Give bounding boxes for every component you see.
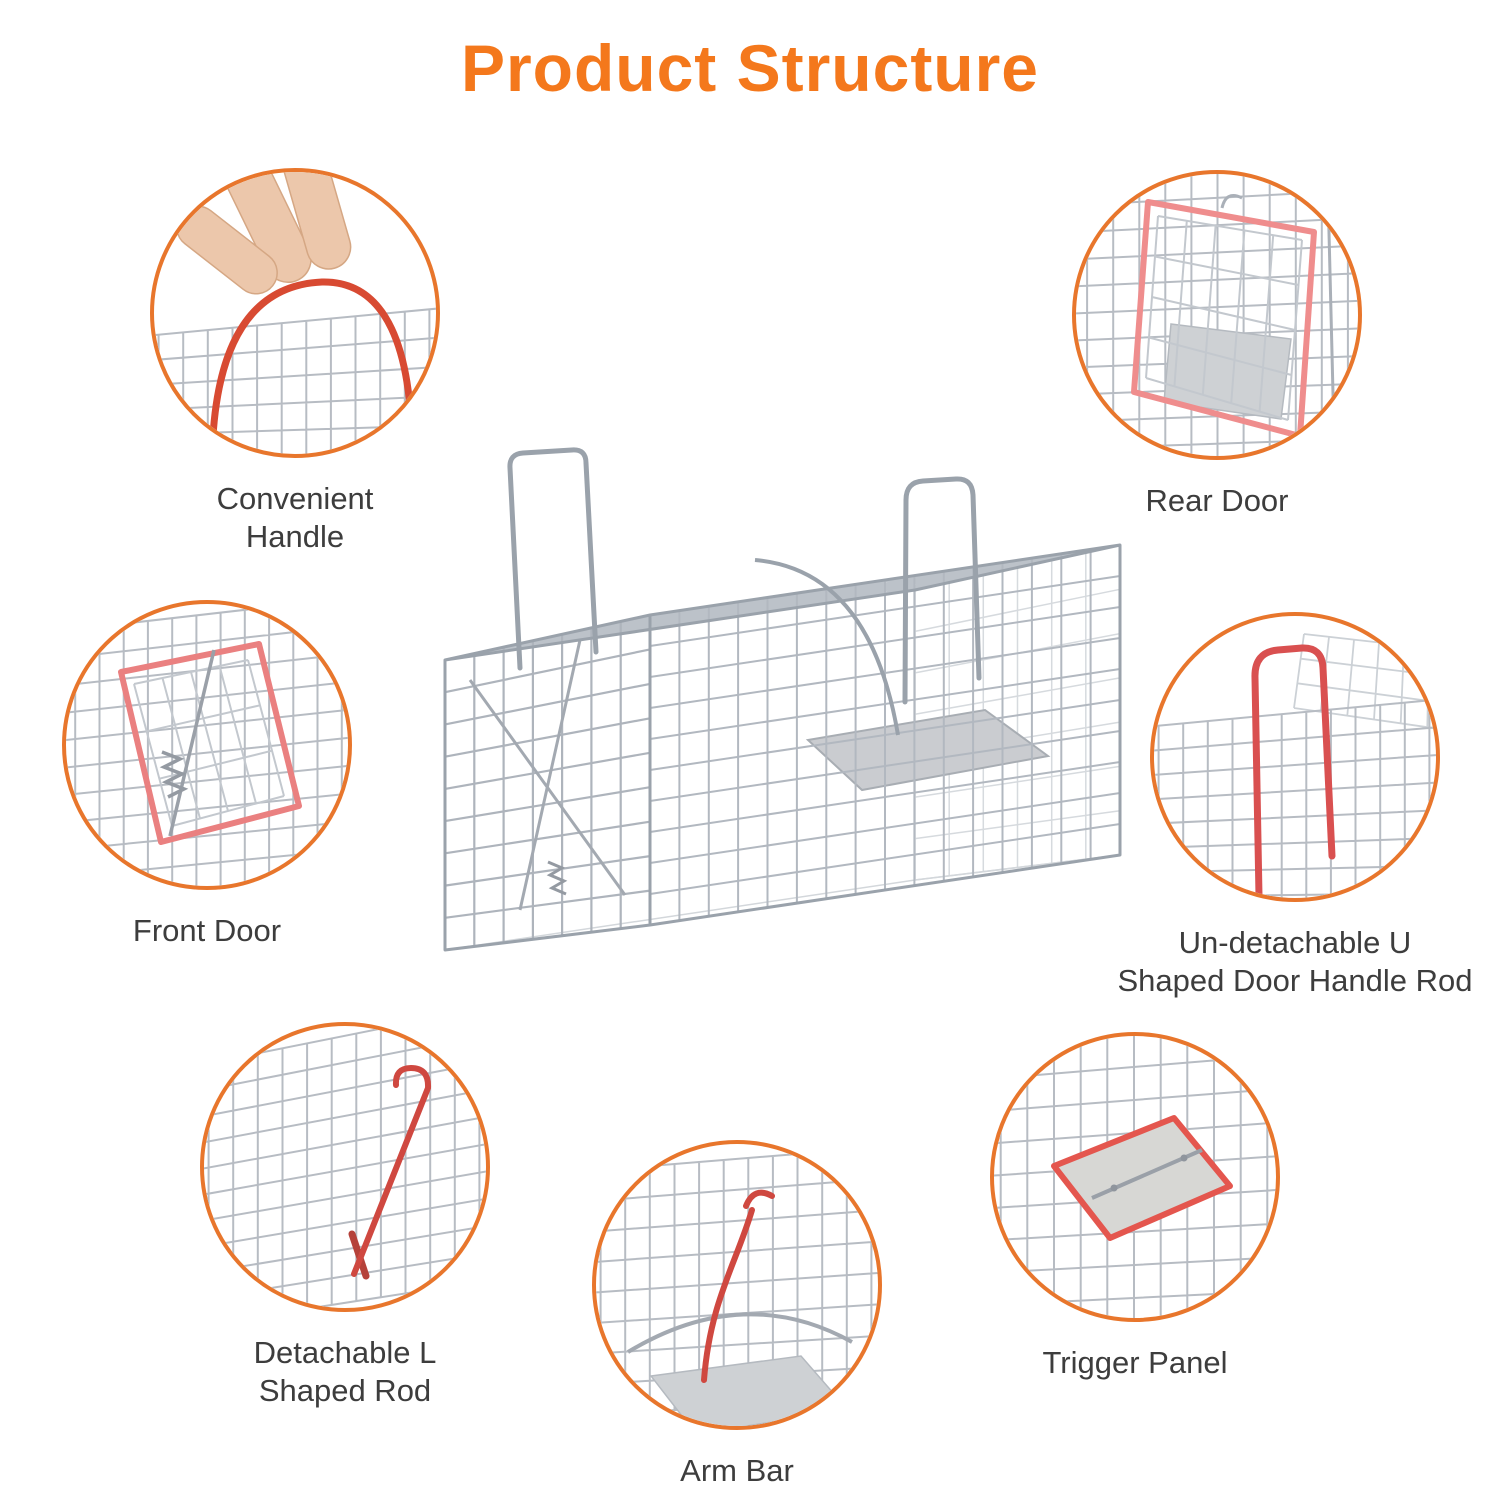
arm-bar-illustration	[592, 1140, 882, 1430]
side-rod	[1326, 191, 1336, 435]
cage-rear-mesh	[914, 544, 1121, 881]
cage-top-mesh	[444, 544, 1121, 661]
inner-plate	[1163, 323, 1292, 420]
cage-side-mesh	[649, 544, 1121, 926]
callout-rear-door: Rear Door	[1072, 170, 1362, 518]
callout-label-l-shaped-rod: Detachable L Shaped Rod	[253, 1335, 437, 1408]
u-shaped-rod-illustration	[1150, 612, 1440, 902]
panel-screw	[1110, 1184, 1118, 1192]
door-mesh	[1145, 215, 1303, 421]
callout-label-convenient-handle: Convenient Handle	[216, 481, 374, 554]
door-spring	[159, 750, 189, 799]
callout-convenient-handle: Convenient Handle	[150, 168, 440, 554]
front-door-illustration	[62, 600, 352, 890]
door-hook	[1220, 194, 1243, 209]
wire-mesh	[1154, 698, 1436, 898]
callout-label-u-shaped-rod: Un-detachable U Shaped Door Handle Rod	[1117, 925, 1473, 998]
door-mesh	[133, 659, 285, 827]
wire-mesh	[204, 1026, 486, 1308]
convenient-handle-illustration	[150, 168, 440, 458]
callout-label-arm-bar: Arm Bar	[680, 1453, 794, 1488]
trigger-panel-illustration	[990, 1032, 1280, 1322]
callout-label-front-door: Front Door	[132, 913, 282, 948]
red-arm-bar	[701, 1189, 775, 1383]
cage-arm-bar	[754, 558, 900, 736]
callout-label-rear-door: Rear Door	[1145, 483, 1289, 518]
inner-plate	[649, 1355, 850, 1426]
rear-door-illustration	[1072, 170, 1362, 460]
cage-frame	[443, 543, 1122, 952]
cage-u-rod	[902, 476, 982, 705]
panel-screw	[1180, 1154, 1188, 1162]
wire-mesh	[66, 604, 348, 886]
cage-handle	[507, 447, 599, 671]
l-shaped-rod-illustration	[200, 1022, 490, 1312]
callout-label-trigger-panel: Trigger Panel	[1042, 1345, 1228, 1380]
callout-l-shaped-rod: Detachable L Shaped Rod	[200, 1022, 490, 1408]
page-title: Product Structure	[460, 31, 1040, 105]
front-door-rods	[468, 639, 627, 911]
red-handle-wire	[208, 278, 416, 454]
silver-bar	[626, 1312, 853, 1354]
callout-trigger-panel: Trigger Panel	[990, 1032, 1280, 1380]
door-spring	[546, 860, 568, 896]
cage-trigger-plate	[805, 708, 1051, 792]
red-u-rod	[1251, 644, 1336, 898]
door-rod	[168, 649, 216, 837]
callout-arm-bar: Arm Bar	[592, 1140, 882, 1488]
callout-u-shaped-rod: Un-detachable U Shaped Door Handle Rod	[1117, 612, 1473, 998]
red-l-rod	[351, 1064, 432, 1277]
callout-front-door: Front Door	[62, 600, 352, 948]
main-product-image	[443, 447, 1122, 952]
